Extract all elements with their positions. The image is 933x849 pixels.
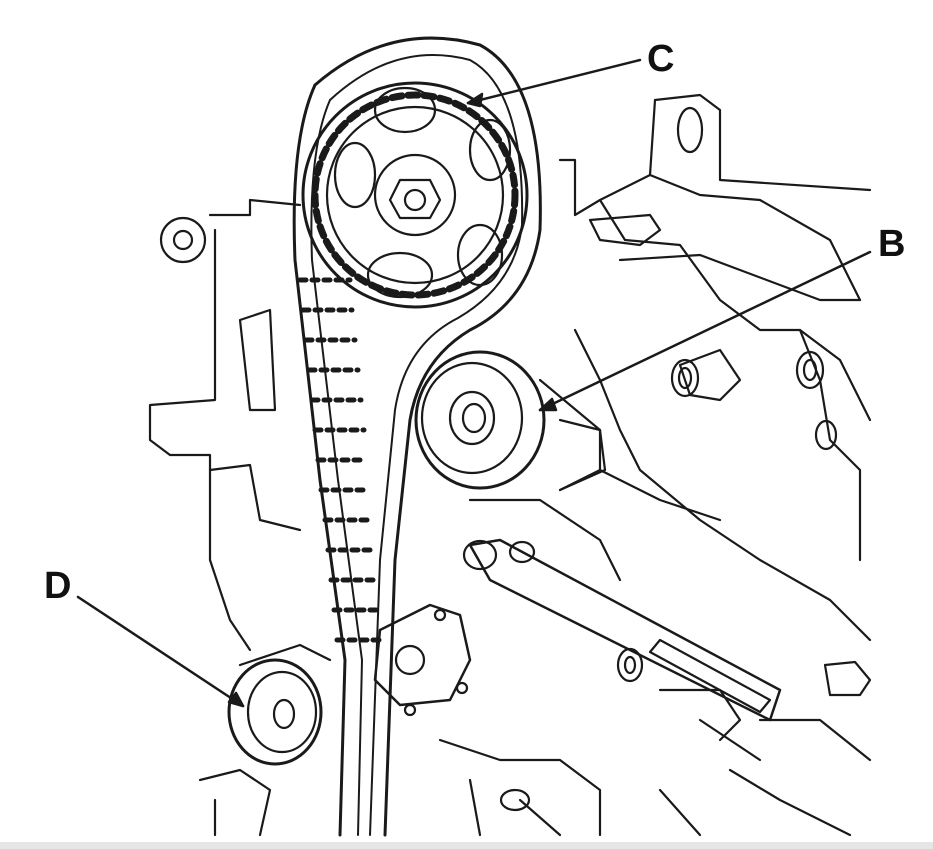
- callout-label-d: D: [44, 565, 72, 607]
- arrowhead-c: [466, 92, 484, 108]
- bottom-strip: [0, 842, 933, 849]
- leader-line-d: [76, 595, 245, 708]
- arrowhead-d: [227, 691, 245, 708]
- leader-line-c: [466, 58, 642, 105]
- timing-belt: [292, 36, 542, 837]
- tensioner-bracket: [373, 538, 872, 762]
- idler-pulley: [227, 643, 332, 766]
- callout-leaders: [76, 58, 872, 708]
- camshaft-sprocket: [301, 81, 529, 309]
- mounting-holes: [159, 106, 838, 812]
- tensioner-pulley: [414, 350, 602, 492]
- arrowhead-b: [538, 397, 558, 412]
- leader-line-b: [538, 250, 872, 412]
- callout-label-c: C: [647, 38, 675, 80]
- engine-block-outline: [148, 93, 872, 837]
- callout-label-b: B: [878, 223, 906, 265]
